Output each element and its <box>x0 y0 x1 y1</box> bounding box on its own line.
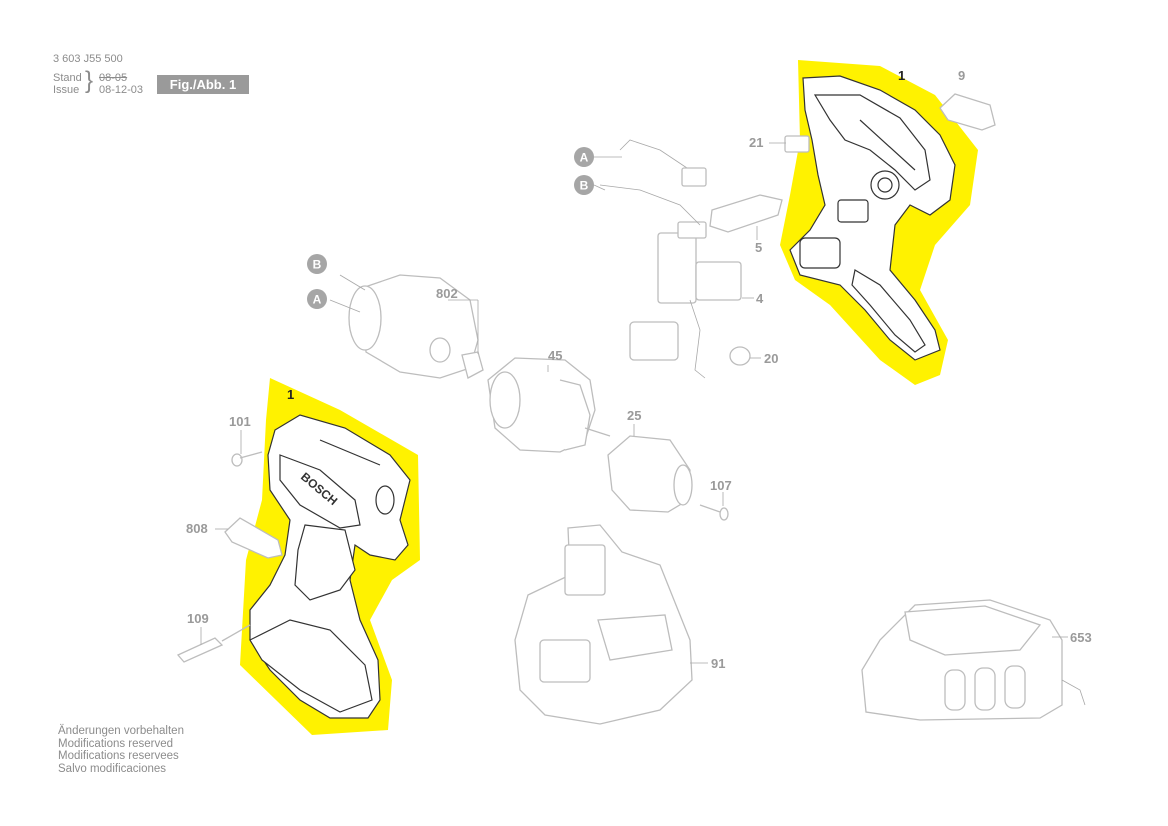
note-line: Modifications reservees <box>58 750 179 762</box>
right-housing-half <box>789 75 956 361</box>
part-label-802: 802 <box>436 286 458 301</box>
part-label-91: 91 <box>711 656 725 671</box>
drill-chuck <box>607 424 693 513</box>
connector-b-motor: B <box>307 254 327 274</box>
badge-letter: B <box>313 258 322 272</box>
note-line: Modifications reserved <box>58 737 174 750</box>
part-label-20: 20 <box>764 351 778 366</box>
new-date: 08-12-03 <box>99 84 144 96</box>
connector-a-motor: A <box>307 289 327 309</box>
part-label-107: 107 <box>710 478 732 493</box>
connector-a-top: A <box>574 147 622 167</box>
note-line: Änderungen vorbehalten <box>58 725 184 737</box>
side-label-plate <box>224 517 283 559</box>
badge-letter: A <box>313 293 322 307</box>
part-label-25: 25 <box>627 408 641 423</box>
connector-b-top: B <box>574 175 606 195</box>
name-plate <box>939 93 996 131</box>
part-label-21: 21 <box>749 135 763 150</box>
part-label-1-right: 1 <box>898 68 905 83</box>
motor <box>329 274 484 379</box>
part-label-101: 101 <box>229 414 251 429</box>
brace: } <box>85 67 94 94</box>
rubber-plug <box>729 346 751 366</box>
part-label-808: 808 <box>186 521 208 536</box>
part-label-1-left: 1 <box>287 387 294 402</box>
screwdriver-bit <box>176 624 251 663</box>
gearbox <box>487 357 611 453</box>
part-label-109: 109 <box>187 611 209 626</box>
document-number: 3 603 J55 500 <box>53 53 123 65</box>
note-line: Salvo modificaciones <box>58 762 167 775</box>
stand-label: Stand <box>53 72 82 84</box>
badge-letter: A <box>580 151 589 165</box>
modifications-notes: Änderungen vorbehalten Modifications res… <box>58 725 184 775</box>
part-label-653: 653 <box>1070 630 1092 645</box>
part-label-45: 45 <box>548 348 562 363</box>
small-clip <box>784 135 810 153</box>
part-label-5: 5 <box>755 240 762 255</box>
battery-pack <box>514 524 708 725</box>
battery-charger <box>861 599 1086 721</box>
switch-cover <box>709 194 783 233</box>
chuck-screw <box>699 492 729 521</box>
left-housing-half <box>249 414 411 719</box>
issue-label: Issue <box>53 84 80 96</box>
part-label-9: 9 <box>958 68 965 83</box>
part-label-4: 4 <box>756 291 764 306</box>
badge-letter: B <box>580 179 589 193</box>
figure-label: Fig./Abb. 1 <box>157 75 249 94</box>
housing-screw <box>231 430 263 467</box>
old-date: 08-05 <box>99 72 128 84</box>
switch-assembly <box>599 139 754 379</box>
